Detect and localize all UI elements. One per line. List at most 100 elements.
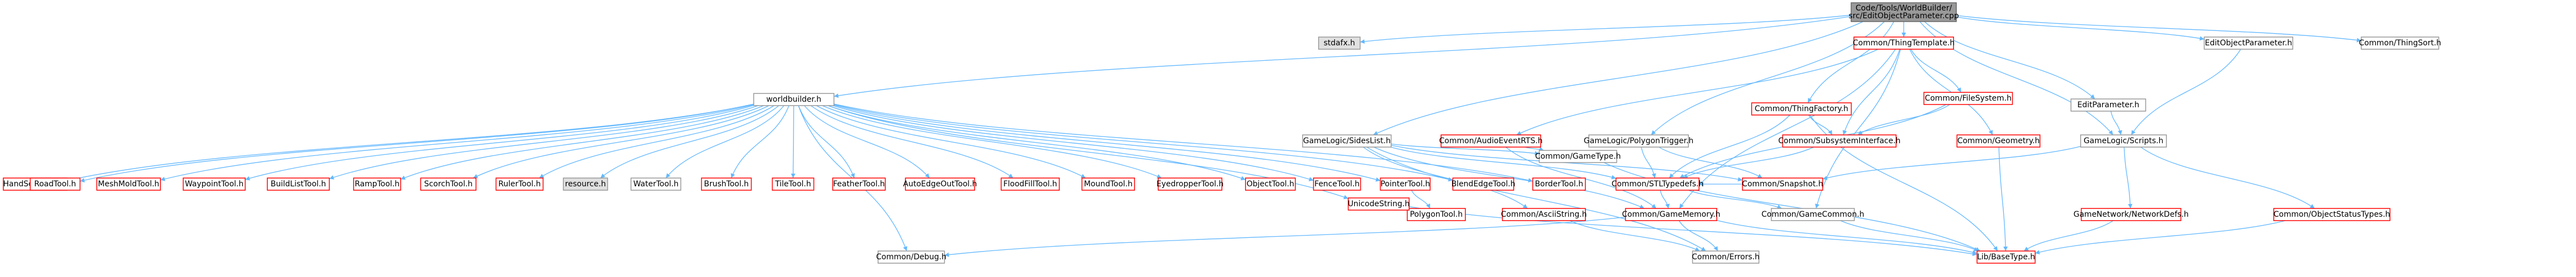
edge-worldbuilder-to-ruletool xyxy=(539,105,775,179)
arrowhead-root-to-worldbuilder xyxy=(833,93,839,98)
node-gl-sideslist[interactable]: GameLogic/SidesList.h xyxy=(1302,134,1392,148)
node-polygontool[interactable]: PolygonTool.h xyxy=(1407,208,1466,221)
node-gamememory[interactable]: Common/GameMemory.h xyxy=(1622,208,1720,221)
node-geometry[interactable]: Common/Geometry.h xyxy=(1956,134,2041,148)
node-subsysiface[interactable]: Common/SubsystemInterface.h xyxy=(1778,134,1900,148)
node-box xyxy=(1318,36,1361,50)
node-label: FeatherTool.h xyxy=(833,180,885,189)
arrowhead-worldbuilder-to-objecttool xyxy=(1240,176,1246,181)
edge-gl_sideslist-to-common_gametype xyxy=(1391,143,1540,154)
node-fencetool[interactable]: FenceTool.h xyxy=(1313,177,1361,191)
node-common-stltypedefs[interactable]: Common/STLTypedefs.h xyxy=(1611,177,1703,191)
node-root[interactable]: Code/Tools/WorldBuilder/src/EditObjectPa… xyxy=(1849,2,1959,22)
node-editobjparam[interactable]: EditObjectParameter.h xyxy=(2204,36,2293,50)
edge-thingtemplate-to-filesystem xyxy=(1910,49,1962,93)
node-box xyxy=(1452,177,1515,191)
arrowhead-thingtemplate-to-geometry xyxy=(1988,130,1993,135)
edge-geometry-to-lib_basetype xyxy=(1998,147,2007,252)
node-label: stdafx.h xyxy=(1324,39,1355,48)
node-common-errors[interactable]: Common/Errors.h xyxy=(1692,250,1760,264)
node-filesystem[interactable]: Common/FileSystem.h xyxy=(1923,92,2013,105)
node-feathertool[interactable]: FeatherTool.h xyxy=(832,177,886,191)
node-polygontrigger[interactable]: GameLogic/PolygonTrigger.h xyxy=(1584,134,1693,148)
edge-gl_scripts-to-objectstatus xyxy=(2140,147,2315,209)
arrowhead-worldbuilder-to-unicodestr xyxy=(1343,195,1349,200)
node-objecttool[interactable]: ObjectTool.h xyxy=(1245,177,1296,191)
node-ramptool[interactable]: RampTool.h xyxy=(353,177,401,191)
arrowhead-worldbuilder-to-scorchtool xyxy=(473,174,478,179)
arrowhead-thingtemplate-to-audioevent xyxy=(1516,130,1522,135)
node-box xyxy=(1502,208,1586,221)
node-moundtool[interactable]: MoundTool.h xyxy=(1081,177,1135,191)
node-label: EyedropperTool.h xyxy=(1157,180,1224,189)
edge-common_stltypedefs-to-gamecommon xyxy=(1688,190,1782,209)
edge-polygontrigger-to-common_snapshot xyxy=(1658,147,1763,179)
node-box xyxy=(832,177,886,191)
node-buildlist[interactable]: BuildListTool.h xyxy=(267,177,330,191)
node-label: WaterTool.h xyxy=(633,180,678,189)
node-common-debug[interactable]: Common/Debug.h xyxy=(876,250,946,264)
node-objectstatus[interactable]: Common/ObjectStatusTypes.h xyxy=(2273,208,2391,221)
arrowhead-editobjparam-to-gl_scripts xyxy=(2131,130,2136,135)
node-waypoint[interactable]: WaypointTool.h xyxy=(183,177,246,191)
edge-thingfactory-to-common_stltypedefs xyxy=(1668,114,1790,179)
node-stdafx[interactable]: stdafx.h xyxy=(1318,36,1361,50)
node-box xyxy=(1532,177,1586,191)
node-thingtemplate[interactable]: Common/ThingTemplate.h xyxy=(1853,36,1955,50)
edge-worldbuilder-to-tiletool xyxy=(792,105,795,179)
node-ruletool[interactable]: RulerTool.h xyxy=(495,177,544,191)
node-gl-scripts[interactable]: GameLogic/Scripts.h xyxy=(2080,134,2167,148)
node-brushtool[interactable]: BrushTool.h xyxy=(701,177,752,191)
node-blendedge[interactable]: BlendEdgeTool.h xyxy=(1452,177,1516,191)
node-box xyxy=(353,177,401,191)
node-meshmold[interactable]: MeshMoldTool.h xyxy=(96,177,161,191)
edge-worldbuilder-to-brushtool xyxy=(730,105,790,179)
arrowhead-worldbuilder-to-floodfill xyxy=(1008,174,1013,178)
arrowhead-thingtemplate-to-filesystem xyxy=(1957,87,1961,92)
node-tiletool[interactable]: TileTool.h xyxy=(771,177,815,191)
edge-worldbuilder-to-scorchtool xyxy=(473,105,769,179)
node-networkdefs[interactable]: GameNetwork/NetworkDefs.h xyxy=(2074,208,2189,221)
node-label: BuildListTool.h xyxy=(271,180,326,189)
node-thingfactory[interactable]: Common/ThingFactory.h xyxy=(1751,102,1852,116)
node-autoedgeout[interactable]: AutoEdgeOutTool.h xyxy=(903,177,977,191)
node-box xyxy=(753,93,835,106)
node-lib-basetype[interactable]: Lib/BaseType.h xyxy=(1976,250,2036,264)
node-eyedropper[interactable]: EyedropperTool.h xyxy=(1157,177,1224,191)
arrowhead-geometry-to-lib_basetype xyxy=(2003,246,2008,251)
arrowhead-root-to-editparameter xyxy=(2090,94,2095,99)
node-scorchtool[interactable]: ScorchTool.h xyxy=(420,177,476,191)
node-label: Common/ThingFactory.h xyxy=(1755,104,1848,113)
node-common-ascii[interactable]: Common/AsciiString.h xyxy=(1501,208,1587,221)
node-common-snapshot[interactable]: Common/Snapshot.h xyxy=(1742,177,1823,191)
edge-common_ascii-to-common_errors xyxy=(1569,220,1700,252)
node-bordertool[interactable]: BorderTool.h xyxy=(1532,177,1586,191)
node-watertool[interactable]: WaterTool.h xyxy=(630,177,682,191)
node-box xyxy=(1853,36,1954,50)
node-pointertool[interactable]: PointerTool.h xyxy=(1380,177,1431,191)
arrowhead-thingtemplate-to-gamememory xyxy=(1679,203,1684,208)
node-unicodestr[interactable]: UnicodeString.h xyxy=(1347,197,1409,211)
node-box xyxy=(1440,134,1541,148)
arrowhead-thingtemplate-to-subsysiface xyxy=(1842,130,1847,135)
node-editparameter[interactable]: EditParameter.h xyxy=(2070,98,2147,112)
node-audioevent[interactable]: Common/AudioEventRTS.h xyxy=(1439,134,1543,148)
arrowhead-common_ascii-to-common_errors xyxy=(1694,247,1700,252)
node-floodfill[interactable]: FloodFillTool.h xyxy=(1001,177,1060,191)
node-label: Common/AudioEventRTS.h xyxy=(1439,137,1543,145)
arrowhead-subsysiface-to-common_stltypedefs xyxy=(1683,174,1688,179)
node-worldbuilder[interactable]: worldbuilder.h xyxy=(753,93,835,106)
node-box xyxy=(267,177,330,191)
node-thingsort[interactable]: Common/ThingSort.h xyxy=(2359,36,2442,50)
arrowhead-worldbuilder-to-watertool xyxy=(666,173,671,178)
node-roadtool[interactable]: RoadTool.h xyxy=(29,177,81,191)
node-label: EditParameter.h xyxy=(2077,101,2139,109)
arrowhead-common_stltypedefs-to-gamememory xyxy=(1665,203,1670,208)
arrowhead-gamememory-to-common_debug xyxy=(944,252,950,257)
node-label: BlendEdgeTool.h xyxy=(1452,180,1516,189)
node-label: Common/Snapshot.h xyxy=(1742,180,1823,189)
node-gamecommon[interactable]: Common/GameCommon.h xyxy=(1761,208,1864,221)
node-common-gametype[interactable]: Common/GameType.h xyxy=(1535,150,1621,163)
node-resource[interactable]: resource.h xyxy=(563,177,608,191)
arrowhead-gl_sideslist-to-common_snapshot xyxy=(1738,177,1743,182)
